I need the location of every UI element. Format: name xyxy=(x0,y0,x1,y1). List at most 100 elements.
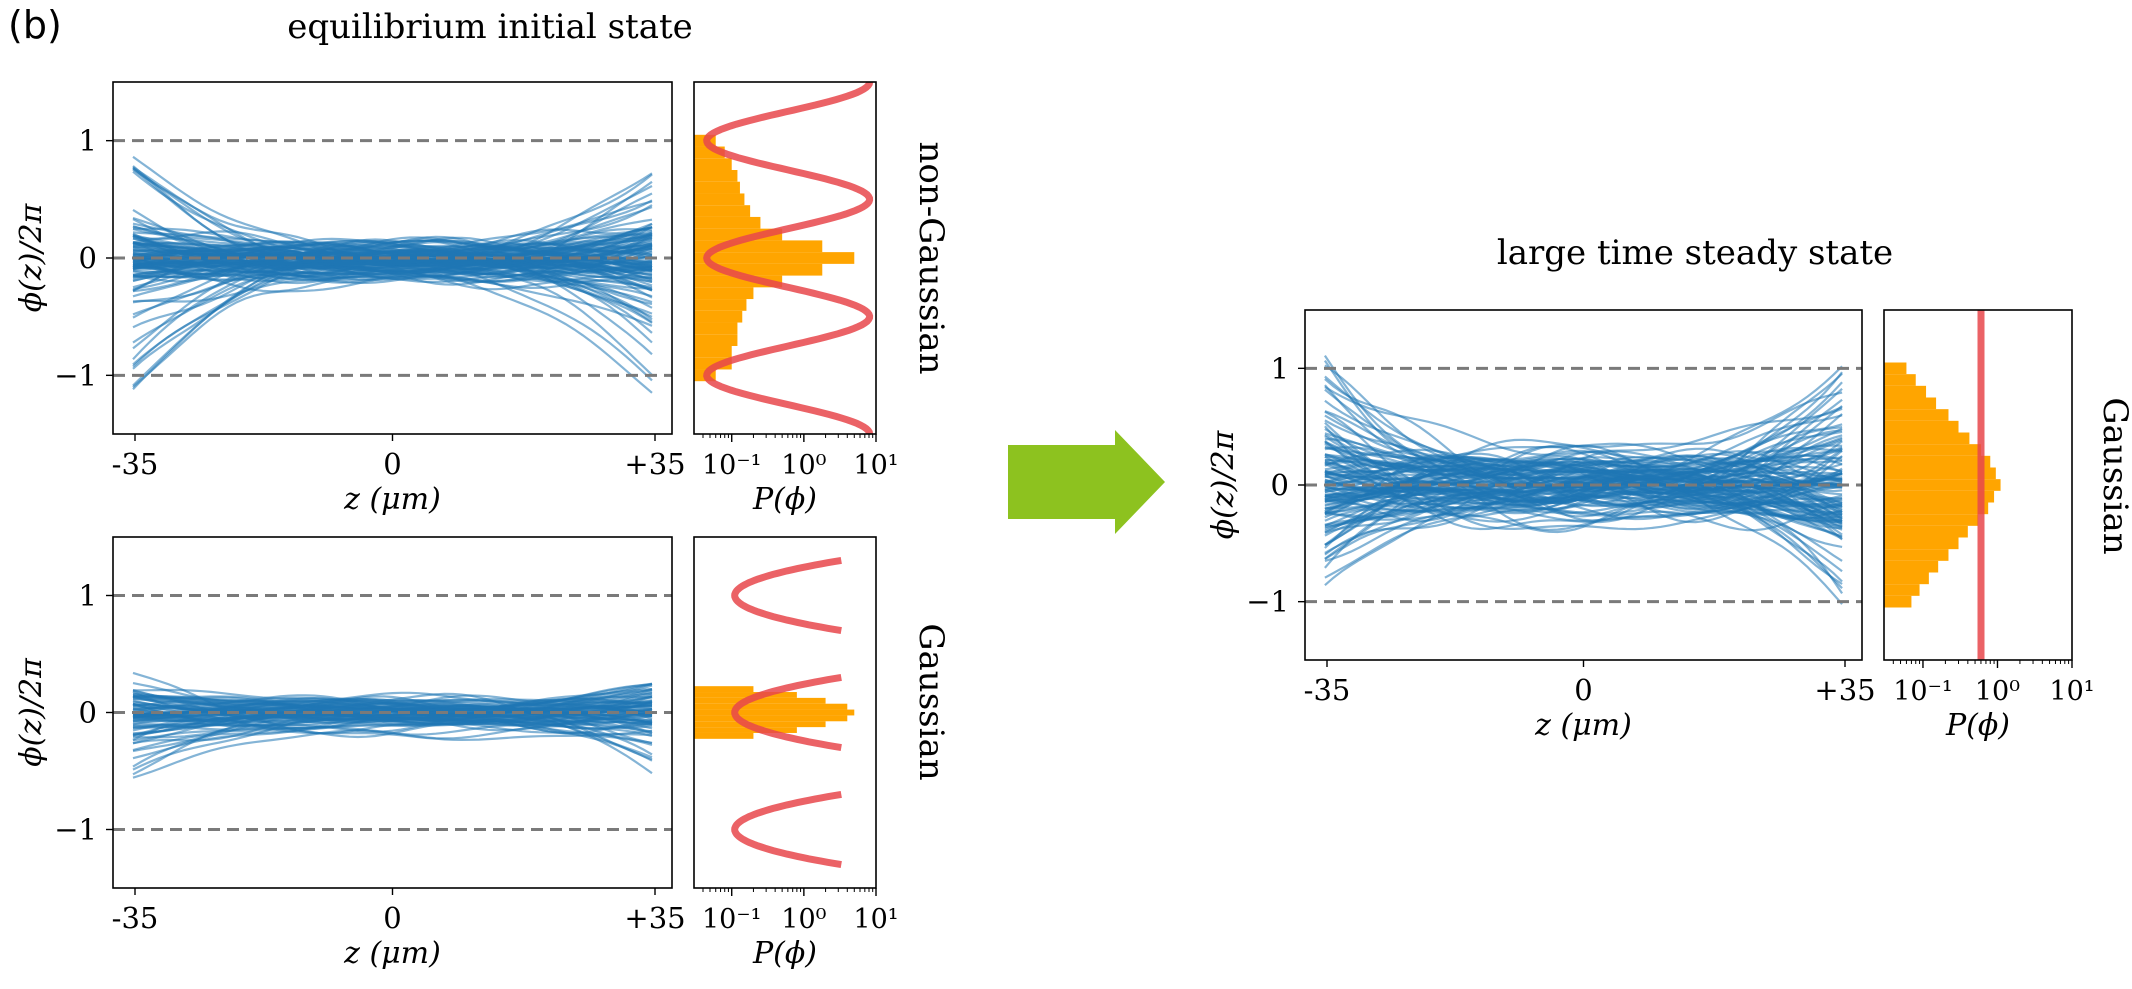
trajectory-line xyxy=(132,247,653,292)
histogram-bar xyxy=(694,346,732,358)
side-label: Gaussian xyxy=(911,623,951,780)
histogram-frame xyxy=(1883,309,2073,661)
x-axis-label: z (μm) xyxy=(343,482,441,517)
y-tick-label: 1 xyxy=(79,579,97,613)
hist-x-label: P(ϕ) xyxy=(752,936,817,971)
trajectory-line xyxy=(1324,473,1843,501)
histogram-bar xyxy=(694,146,725,159)
histogram-bar xyxy=(1884,502,1989,515)
trajectory-line xyxy=(1324,470,1843,510)
trajectory-line xyxy=(1324,443,1843,482)
y-tick-label: −1 xyxy=(54,358,97,392)
x-tick-label: -35 xyxy=(112,447,159,481)
histogram-bar xyxy=(1884,455,1991,468)
panel-label: (b) xyxy=(8,3,62,47)
histogram-bar xyxy=(694,703,848,710)
histogram-bar xyxy=(1884,467,1996,480)
trajectory-line xyxy=(132,225,653,264)
trajectory-line xyxy=(132,255,653,285)
histogram-bar xyxy=(1884,537,1959,550)
trajectory-line xyxy=(132,712,653,723)
hist-x-tick-label: 10⁰ xyxy=(781,904,826,935)
x-tick-label: 0 xyxy=(1574,673,1592,707)
histogram-bar xyxy=(1884,572,1929,585)
trajectory-line xyxy=(1324,474,1843,523)
trajectory-line xyxy=(1324,434,1843,509)
histogram-bar xyxy=(1884,584,1920,596)
histogram-bar xyxy=(1884,374,1916,386)
histogram-bar xyxy=(694,310,743,323)
hist-x-tick-label: 10⁻¹ xyxy=(702,450,761,481)
trajectory-line xyxy=(132,218,653,287)
trajectory-line xyxy=(1324,405,1843,500)
histogram-bar xyxy=(694,287,754,300)
histogram-bar xyxy=(1884,490,1995,503)
trajectories xyxy=(1323,354,1844,605)
histogram-bar xyxy=(1884,444,1981,456)
histogram-bar xyxy=(694,193,745,206)
histogram-bar xyxy=(1884,397,1937,410)
histogram-bar xyxy=(1884,560,1939,573)
trajectory-line xyxy=(1324,477,1843,516)
trajectory-line xyxy=(1324,413,1843,489)
histogram xyxy=(694,556,855,869)
histogram-bar xyxy=(694,715,848,722)
hist-x-tick-label: 10¹ xyxy=(2049,676,2094,707)
trajectory-line xyxy=(132,264,653,292)
heading-initial: equilibrium initial state xyxy=(287,7,693,47)
hist-x-tick-label: 10¹ xyxy=(853,450,898,481)
histogram-bar xyxy=(1884,409,1949,421)
histogram-bar xyxy=(694,727,797,733)
histogram xyxy=(694,82,874,434)
histogram-frame xyxy=(693,536,877,889)
trajectory-line xyxy=(1324,487,1843,562)
y-axis-label: ϕ(z)/2π xyxy=(14,657,49,767)
trajectory-line xyxy=(132,223,653,388)
x-axis-label: z (μm) xyxy=(1534,708,1632,743)
trajectory-line xyxy=(1324,452,1843,529)
histogram-bar xyxy=(1884,362,1907,375)
histogram-bar xyxy=(694,158,732,170)
arrow-shape xyxy=(1008,430,1165,534)
histogram-bar xyxy=(1884,479,2001,491)
histogram-frame xyxy=(693,81,877,435)
x-tick-label: +35 xyxy=(624,447,685,481)
trajectory-line xyxy=(132,722,653,744)
x-axis-label: z (μm) xyxy=(343,936,441,971)
trajectory-line xyxy=(132,706,653,724)
y-tick-label: 0 xyxy=(79,696,97,730)
hist-x-tick-label: 10¹ xyxy=(853,904,898,935)
y-tick-label: −1 xyxy=(1246,585,1289,619)
histogram-bar xyxy=(694,709,855,716)
histogram-bar xyxy=(1884,549,1949,561)
histogram-bar xyxy=(694,263,823,276)
histogram-bar xyxy=(1884,525,1968,538)
histogram-bar xyxy=(1884,432,1970,445)
trajectory-line xyxy=(1324,453,1843,485)
side-label: Gaussian xyxy=(2095,397,2132,554)
histogram-bar xyxy=(694,170,738,182)
x-tick-label: -35 xyxy=(1304,673,1351,707)
hist-x-tick-label: 10⁻¹ xyxy=(1893,676,1952,707)
histogram-bar xyxy=(694,228,783,241)
x-tick-label: +35 xyxy=(1814,673,1875,707)
x-tick-label: 0 xyxy=(383,901,401,935)
histogram-bar xyxy=(694,686,754,693)
y-tick-label: 1 xyxy=(79,124,97,158)
histogram-bar xyxy=(694,721,826,728)
trajectory-line xyxy=(132,702,653,745)
histogram-bar xyxy=(694,240,823,253)
y-axis-label: ϕ(z)/2π xyxy=(1206,429,1241,539)
hist-x-tick-label: 10⁻¹ xyxy=(702,904,761,935)
trajectories xyxy=(132,155,653,394)
histogram-bar xyxy=(694,252,855,264)
histogram-bar xyxy=(694,732,754,739)
histogram-bar xyxy=(694,692,797,698)
histogram-bar xyxy=(694,275,783,288)
y-tick-label: 1 xyxy=(1271,351,1289,385)
histogram-bar xyxy=(1884,385,1927,398)
side-label: non-Gaussian xyxy=(911,141,951,374)
trajectory-line xyxy=(1324,440,1843,562)
